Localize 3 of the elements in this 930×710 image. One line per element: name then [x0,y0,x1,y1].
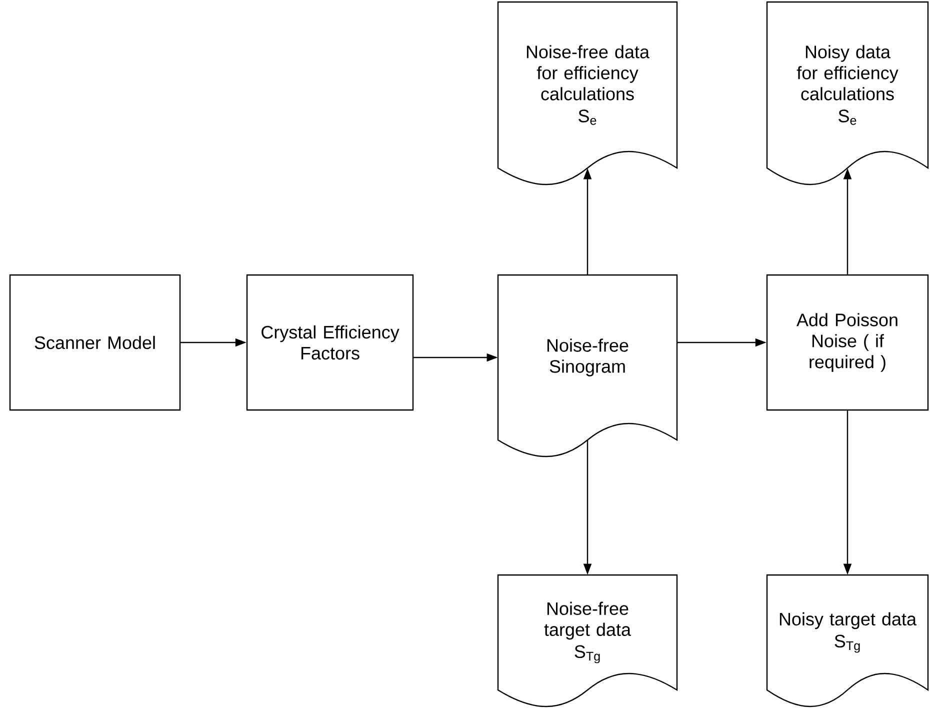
process-box: Add Poisson Noise ( if required ) [766,274,929,411]
process-box: Scanner Model [9,274,181,411]
process-box: Crystal Efficiency Factors [246,274,414,411]
